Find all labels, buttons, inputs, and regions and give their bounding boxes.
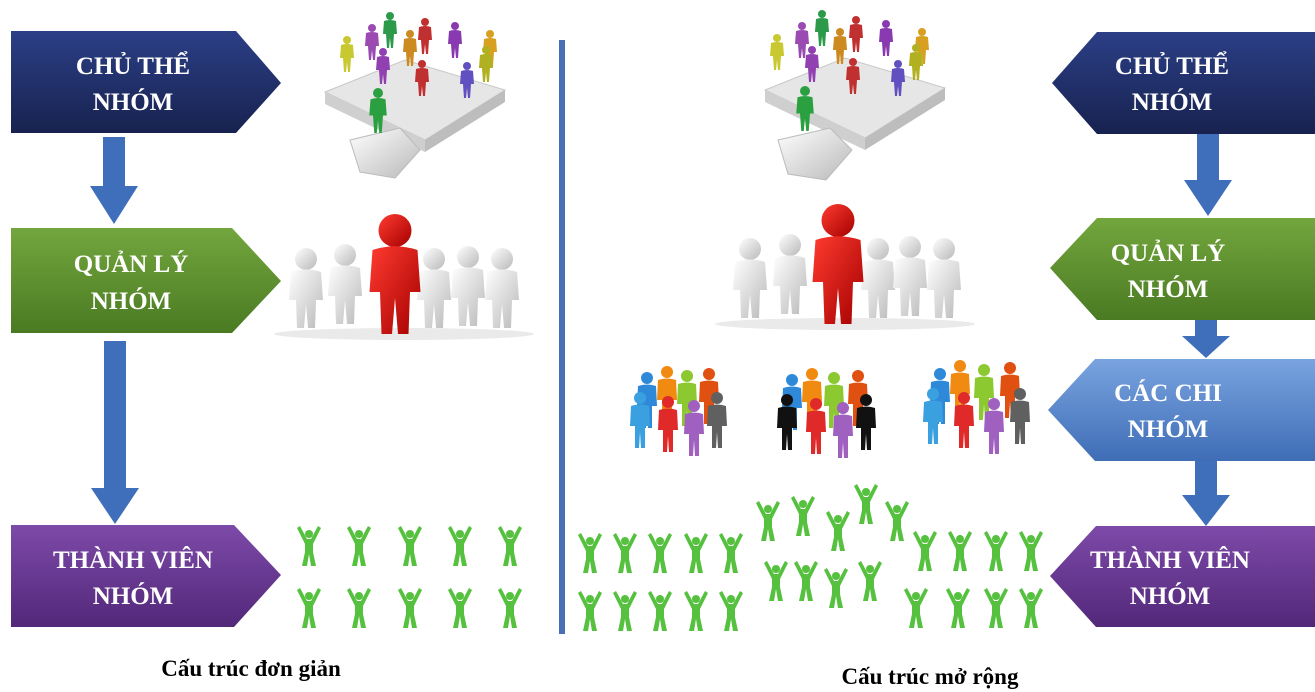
member-stick-figure-icon <box>826 511 850 551</box>
member-stick-figure-icon <box>398 526 422 566</box>
member-stick-figure-icon <box>498 526 522 566</box>
left-box-chu-the-line1: CHỦ THỂ <box>76 51 190 80</box>
member-stick-figure-icon <box>347 526 371 566</box>
member-stick-figure-icon <box>719 591 743 631</box>
right-puzzle-team-illustration <box>763 10 947 181</box>
right-box-chu-the-line2: NHÓM <box>1132 88 1213 116</box>
subgroup-crowd-3 <box>923 360 1030 454</box>
left-box-thanh-vien-line2: NHÓM <box>93 582 174 610</box>
left-box-chu-the: CHỦ THỂ NHÓM <box>11 31 281 133</box>
right-box-chu-the-line1: CHỦ THỂ <box>1115 51 1229 80</box>
center-divider <box>559 40 565 634</box>
left-box-quan-ly-line1: QUẢN LÝ <box>74 250 189 278</box>
right-arrow-3 <box>1182 461 1230 526</box>
member-stick-figure-icon <box>756 501 780 541</box>
left-box-chu-the-line2: NHÓM <box>93 88 174 116</box>
left-arrow-1 <box>90 137 138 224</box>
member-stick-figure-icon <box>948 531 972 571</box>
left-leader-group-illustration <box>274 214 534 340</box>
right-box-cac-chi-line1: CÁC CHI <box>1114 379 1222 407</box>
right-box-thanh-vien-line2: NHÓM <box>1130 582 1211 610</box>
member-stick-figure-icon <box>613 591 637 631</box>
member-stick-figure-icon <box>648 533 672 573</box>
member-stick-figure-icon <box>794 561 818 601</box>
subgroup-crowd-1 <box>630 366 727 456</box>
member-stick-figure-icon <box>824 568 848 608</box>
member-stick-figure-icon <box>984 588 1008 628</box>
member-stick-figure-icon <box>498 588 522 628</box>
member-stick-figure-icon <box>858 561 882 601</box>
right-box-quan-ly-line2: NHÓM <box>1128 275 1209 303</box>
member-stick-figure-icon <box>297 526 321 566</box>
member-stick-figure-icon <box>719 533 743 573</box>
right-box-thanh-vien-line1: THÀNH VIÊN <box>1090 546 1250 574</box>
left-member-icons <box>297 526 522 628</box>
member-stick-figure-icon <box>297 588 321 628</box>
right-box-cac-chi-line2: NHÓM <box>1128 415 1209 443</box>
member-stick-figure-icon <box>398 588 422 628</box>
member-stick-figure-icon <box>984 531 1008 571</box>
member-stick-figure-icon <box>578 533 602 573</box>
member-stick-figure-icon <box>684 533 708 573</box>
member-stick-figure-icon <box>648 591 672 631</box>
right-arrow-1 <box>1184 134 1232 216</box>
left-box-thanh-vien: THÀNH VIÊN NHÓM <box>11 525 281 627</box>
right-box-thanh-vien: THÀNH VIÊN NHÓM <box>1050 526 1315 627</box>
left-puzzle-team-illustration <box>323 12 507 179</box>
member-stick-figure-icon <box>854 484 878 524</box>
left-arrow-2 <box>91 341 139 524</box>
member-stick-figure-icon <box>764 561 788 601</box>
member-stick-figure-icon <box>791 496 815 536</box>
member-stick-figure-icon <box>946 588 970 628</box>
member-stick-figure-icon <box>1019 531 1043 571</box>
member-stick-figure-icon <box>578 591 602 631</box>
left-box-thanh-vien-line1: THÀNH VIÊN <box>53 546 213 574</box>
right-arrow-2 <box>1182 320 1230 358</box>
right-box-cac-chi: CÁC CHI NHÓM <box>1048 359 1315 461</box>
left-box-quan-ly: QUẢN LÝ NHÓM <box>11 228 281 333</box>
right-box-quan-ly: QUẢN LÝ NHÓM <box>1050 218 1315 320</box>
right-box-quan-ly-line1: QUẢN LÝ <box>1111 239 1226 267</box>
member-stick-figure-icon <box>347 588 371 628</box>
member-stick-figure-icon <box>448 526 472 566</box>
subgroup-crowd-2 <box>777 368 876 458</box>
member-stick-figure-icon <box>1019 588 1043 628</box>
right-leader-group-illustration <box>715 204 975 330</box>
member-stick-figure-icon <box>904 588 928 628</box>
member-stick-figure-icon <box>613 533 637 573</box>
left-box-quan-ly-line2: NHÓM <box>91 287 172 315</box>
right-caption: Cấu trúc mở rộng <box>842 664 1019 689</box>
member-stick-figure-icon <box>448 588 472 628</box>
left-caption: Cấu trúc đơn giản <box>161 656 341 681</box>
member-stick-figure-icon <box>684 591 708 631</box>
right-member-icons <box>578 484 1043 631</box>
member-stick-figure-icon <box>885 501 909 541</box>
right-box-chu-the: CHỦ THỂ NHÓM <box>1052 32 1315 134</box>
member-stick-figure-icon <box>913 531 937 571</box>
